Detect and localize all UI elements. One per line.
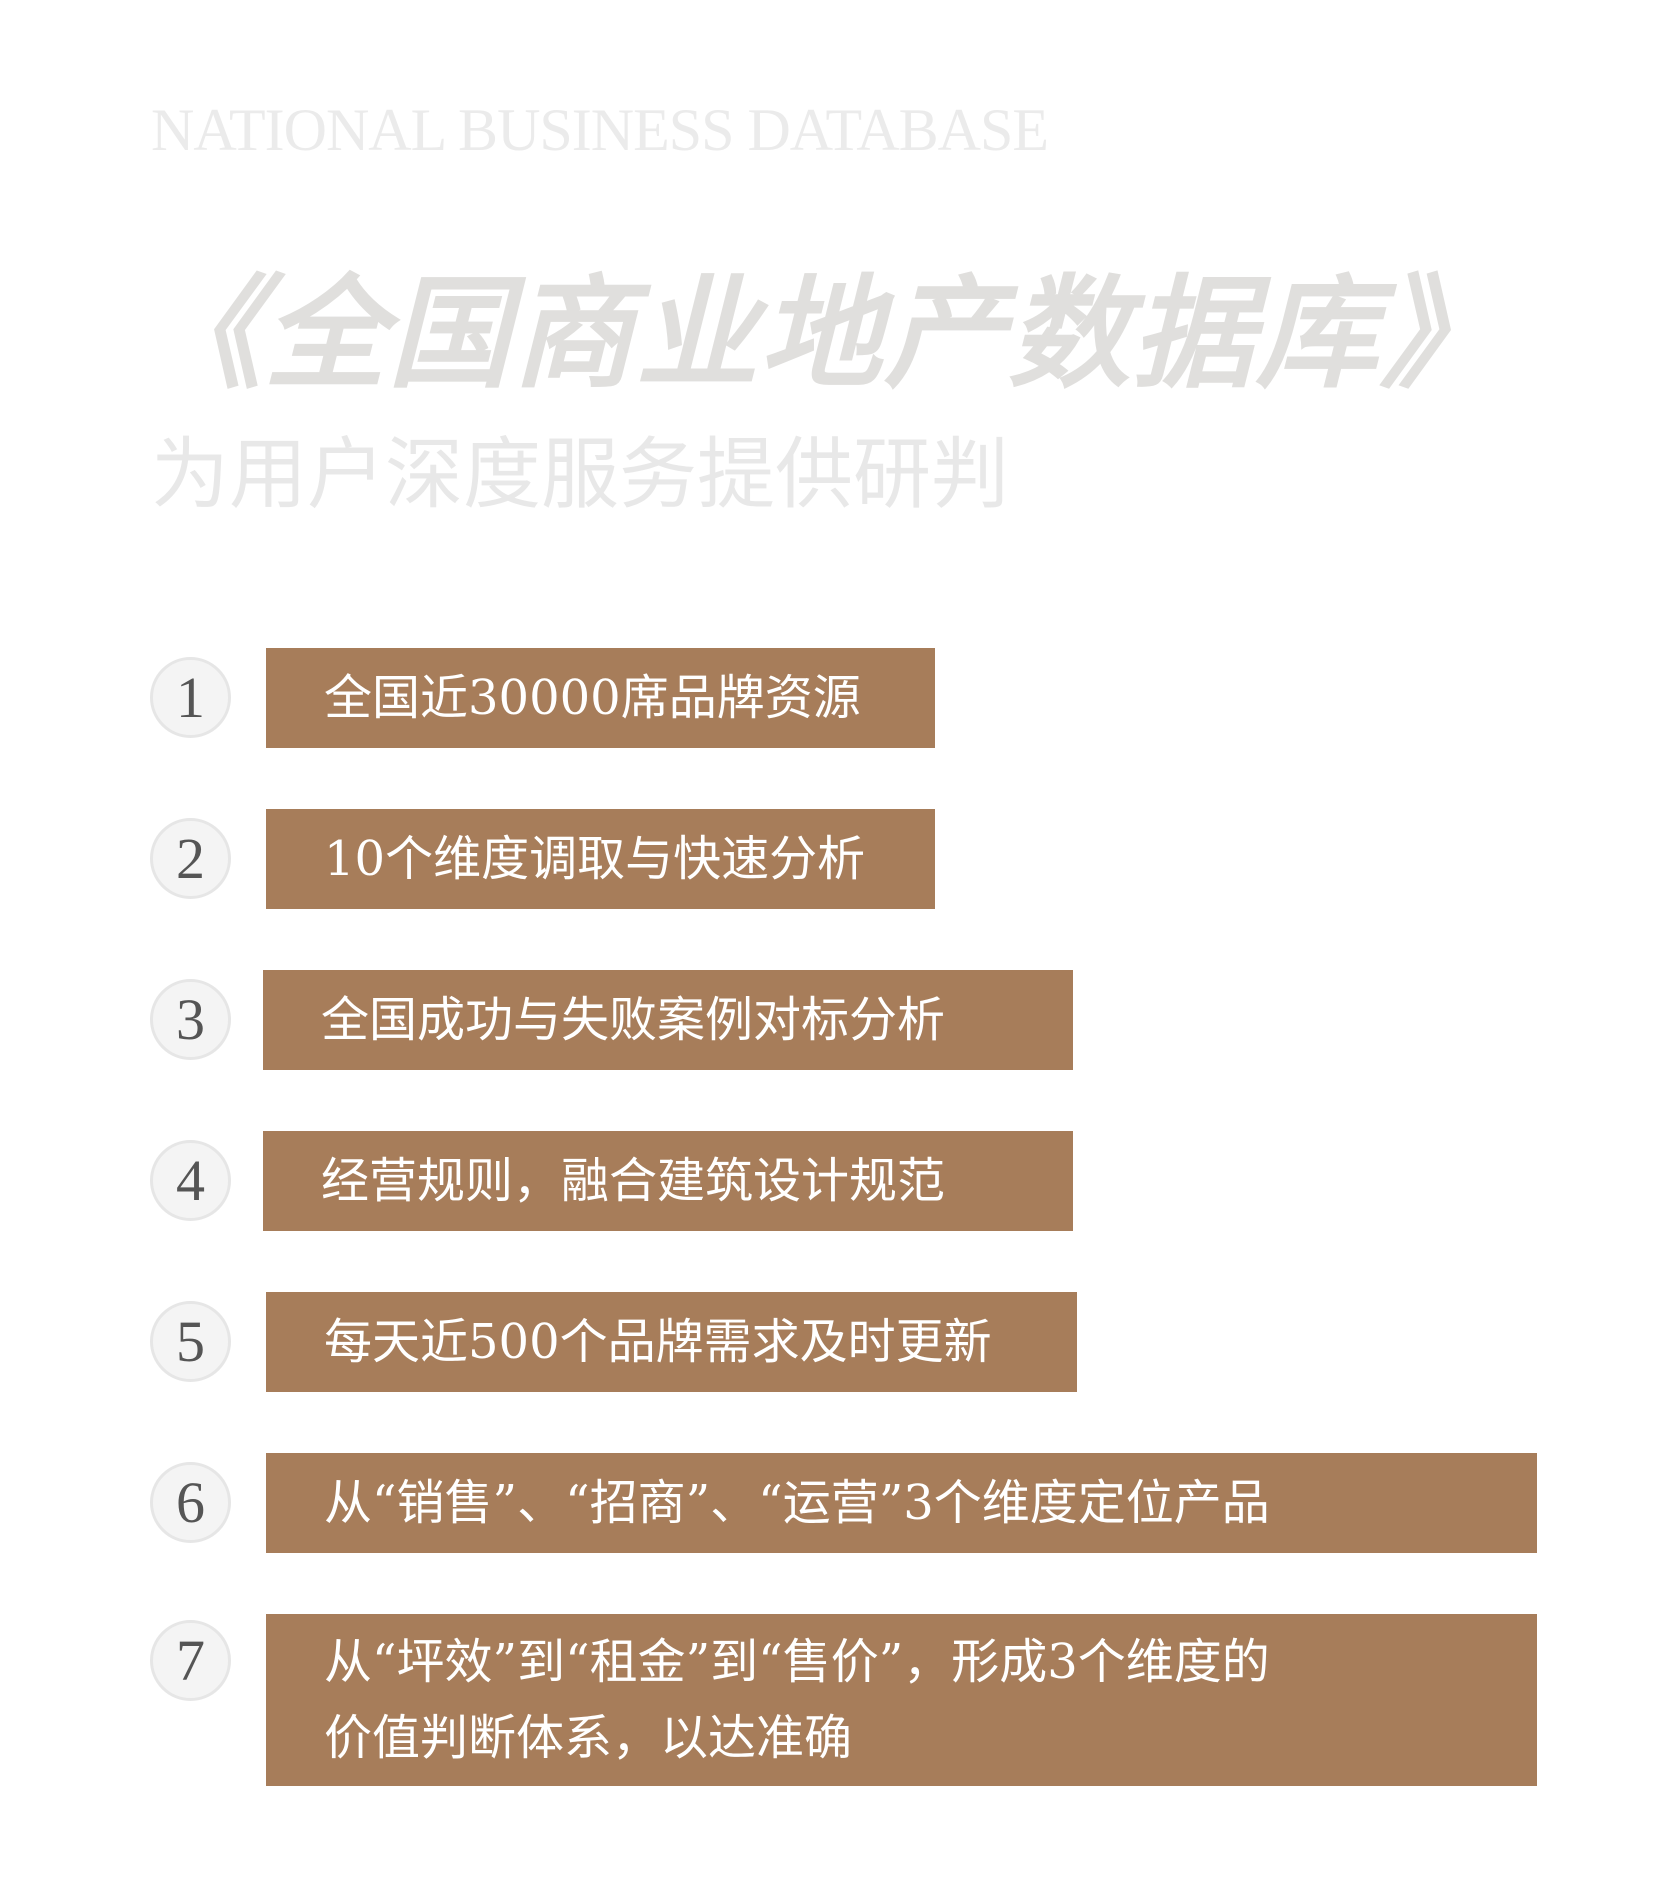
feature-text: 全国近30000席品牌资源	[324, 670, 861, 726]
feature-item: 从“坪效”到“租金”到“售价”，形成3个维度的 价值判断体系，以达准确	[266, 1614, 1537, 1786]
item-number-badge: 6	[150, 1462, 231, 1543]
feature-text: 全国成功与失败案例对标分析	[321, 992, 946, 1048]
feature-text: 从“坪效”到“租金”到“售价”，形成3个维度的	[324, 1634, 1270, 1690]
feature-item: 从“销售”、“招商”、“运营”3个维度定位产品	[266, 1453, 1537, 1553]
page-subtitle: 为用户深度服务提供研判	[151, 430, 1010, 520]
item-number-badge: 2	[150, 818, 231, 899]
feature-text: 10个维度调取与快速分析	[324, 831, 866, 887]
page-title: 《全国商业地产数据库》	[140, 261, 1504, 405]
item-number-badge: 4	[150, 1140, 231, 1221]
feature-text: 从“销售”、“招商”、“运营”3个维度定位产品	[324, 1475, 1270, 1531]
feature-item: 每天近500个品牌需求及时更新	[266, 1292, 1077, 1392]
english-heading: NATIONAL BUSINESS DATABASE	[151, 97, 1049, 163]
feature-item: 全国成功与失败案例对标分析	[263, 970, 1073, 1070]
item-number-badge: 5	[150, 1301, 231, 1382]
feature-text: 经营规则，融合建筑设计规范	[321, 1153, 946, 1209]
feature-text: 价值判断体系，以达准确	[324, 1710, 853, 1766]
feature-item: 经营规则，融合建筑设计规范	[263, 1131, 1073, 1231]
feature-text: 每天近500个品牌需求及时更新	[324, 1314, 992, 1370]
item-number-badge: 3	[150, 979, 231, 1060]
feature-item: 全国近30000席品牌资源	[266, 648, 935, 748]
item-number-badge: 7	[150, 1620, 231, 1701]
feature-item: 10个维度调取与快速分析	[266, 809, 935, 909]
item-number-badge: 1	[150, 657, 231, 738]
